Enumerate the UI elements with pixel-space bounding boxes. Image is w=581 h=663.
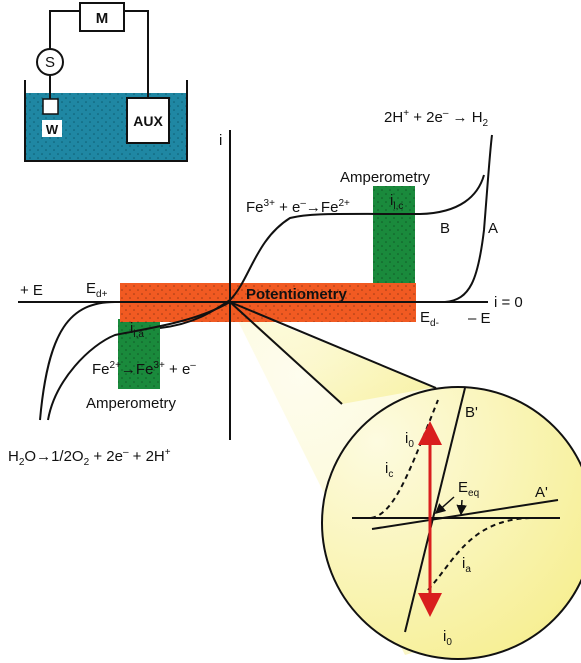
inset-zoom (321, 386, 581, 660)
inset-circle (321, 386, 581, 660)
auxiliary-electrode (126, 97, 170, 144)
beaker (24, 80, 188, 162)
working-electrode (42, 98, 59, 115)
zoom-line-lower (229, 301, 343, 405)
water-oxidation-reaction: H2O→1/2O2 + 2e– + 2H+ (8, 447, 171, 468)
exchange-current-top-label: i0 (405, 430, 414, 450)
meter-box (79, 2, 125, 32)
exchange-current-bottom-label: i0 (443, 628, 452, 648)
limiting-current-cathodic: il,c (390, 192, 403, 212)
potentiometry-label: Potentiometry (246, 286, 348, 303)
anodic-dashed-curve (427, 517, 531, 591)
source-circle (36, 48, 64, 76)
positive-potential-label: + E (20, 282, 43, 299)
anodic-current-label: ia (462, 555, 471, 575)
electrochemical-cell: M S W AUX (24, 2, 188, 162)
ferric-reduction-reaction: Fe3+ + e–→Fe2+ (246, 198, 350, 216)
cathodic-current-label: ic (385, 460, 393, 480)
curve-a-anodic (39, 301, 230, 421)
equilibrium-potential-label: Eeq (458, 479, 479, 499)
current-axis-label: i (219, 132, 222, 149)
meter-label: M (96, 10, 109, 27)
ferrous-oxidation-reaction: Fe2+→Fe3+ + e– (92, 360, 196, 378)
wiring (49, 10, 149, 98)
amperometry-band-anodic (118, 319, 160, 389)
ed-minus-label: Ed- (420, 309, 439, 329)
curve-a-label: A (488, 220, 498, 237)
curve-a-prime-label: A' (535, 484, 548, 501)
working-electrode-label: W (46, 122, 59, 137)
amperometry-band-cathodic (373, 186, 415, 284)
negative-potential-label: – E (468, 310, 491, 327)
amperometry-label-anodic: Amperometry (86, 395, 177, 412)
cathodic-dashed-curve (370, 399, 439, 519)
curve-a (444, 134, 493, 303)
zoom-line-upper (229, 301, 437, 389)
eeq-arrow (434, 496, 455, 514)
zero-current-label: i = 0 (494, 294, 523, 311)
auxiliary-electrode-label: AUX (133, 113, 163, 129)
curve-b-anodic (47, 301, 231, 421)
curve-b-label: B (440, 220, 450, 237)
hydrogen-reaction: 2H+ + 2e– → H2 (384, 108, 489, 129)
limiting-current-anodic: il,a (130, 320, 144, 340)
source-label: S (45, 54, 55, 71)
ed-plus-label: Ed+ (86, 280, 108, 300)
curve-b-prime-label: B' (465, 404, 478, 421)
amperometry-label-cathodic: Amperometry (340, 169, 431, 186)
